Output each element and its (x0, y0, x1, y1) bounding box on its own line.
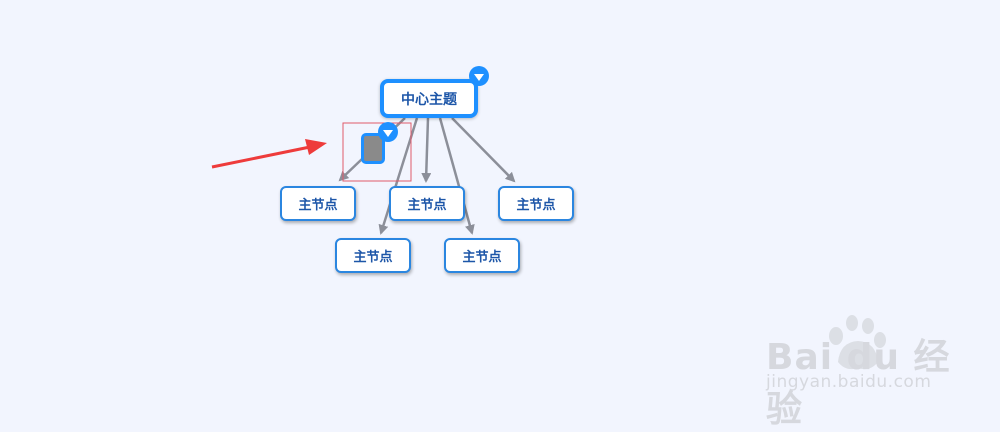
connector-node-4 (451, 117, 516, 183)
root-collapse-toggle[interactable] (469, 66, 489, 86)
highlight-box (342, 122, 412, 182)
annotation-arrowhead (305, 139, 327, 155)
caret-down-icon (474, 73, 484, 81)
main-node-1[interactable]: 主节点 (280, 186, 356, 221)
main-node-label: 主节点 (462, 250, 502, 265)
main-node-4[interactable]: 主节点 (335, 238, 411, 273)
main-node-label: 主节点 (298, 198, 338, 213)
main-node-3[interactable]: 主节点 (498, 186, 574, 221)
main-node-label: 主节点 (516, 198, 556, 213)
baidu-paw-icon (829, 315, 886, 370)
connector-node-2 (421, 117, 432, 183)
main-node-label: 主节点 (407, 198, 447, 213)
central-topic-node[interactable]: 中心主题 (380, 79, 478, 118)
collapsed-placeholder-node[interactable] (361, 133, 385, 164)
main-node-label: 主节点 (353, 250, 393, 265)
central-topic-label: 中心主题 (401, 91, 457, 108)
caret-down-icon (383, 129, 393, 137)
main-node-5[interactable]: 主节点 (444, 238, 520, 273)
mindmap-canvas (211, 117, 886, 370)
watermark-url: jingyan.baidu.com (766, 372, 932, 392)
connector-node-3 (438, 117, 475, 235)
baidu-jingyan-watermark: Bai du 经验 jingyan.baidu.com (766, 322, 986, 430)
main-node-2[interactable]: 主节点 (389, 186, 465, 221)
annotation-arrow-shaft (211, 145, 311, 169)
placeholder-collapse-toggle[interactable] (378, 122, 398, 142)
